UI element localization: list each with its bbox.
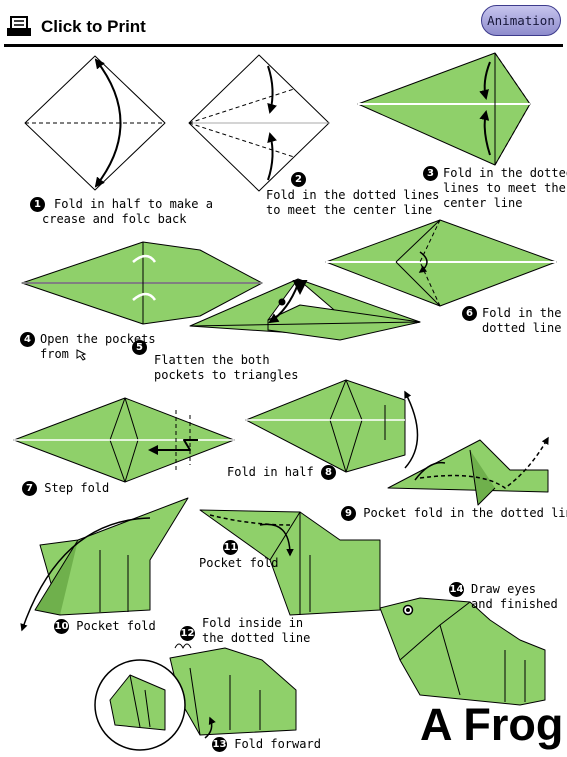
step-11-number: 11 <box>223 540 238 555</box>
step-13-text: Fold forward <box>234 737 321 751</box>
step-8-figure <box>245 379 419 473</box>
step-7-caption: 7 Step fold <box>22 481 109 496</box>
animation-button[interactable]: Animation <box>481 5 561 36</box>
step-12-13-figure <box>94 643 297 751</box>
print-link[interactable]: Click to Print <box>6 16 146 38</box>
step-1-figure <box>24 55 166 191</box>
step-11-caption: Pocket fold <box>199 556 278 571</box>
step-8-number: 8 <box>320 465 336 480</box>
step-12-line-1: Fold inside in <box>202 616 304 630</box>
step-2-line-2: to meet the center line <box>266 203 433 217</box>
step-4-caption: 4 Open the pockets from <box>20 332 156 362</box>
step-5-caption: Flatten the both pockets to triangles <box>154 353 299 383</box>
step-7-number: 7 <box>22 481 37 496</box>
step-3-caption: 3 Fold in the dotted lines to meet the c… <box>423 166 567 211</box>
step-7-text: Step fold <box>44 481 110 495</box>
step-2-number: 2 <box>291 169 306 188</box>
step-8-caption: Fold in half 8 <box>227 465 336 480</box>
step-5-number: 5 <box>132 337 147 356</box>
step-1-line-2: crease and folc back <box>42 212 187 226</box>
step-2-figure <box>188 54 330 192</box>
step-14-line-2: and finished <box>471 597 558 611</box>
step-5-line-1: Flatten the both <box>154 353 270 367</box>
step-12-caption: 12 Fold inside in the dotted line <box>180 616 310 646</box>
step-6-number: 6 <box>462 306 477 321</box>
step-4-line-1: Open the pockets <box>40 332 156 346</box>
step-6-caption: 6 Fold in the dotted line <box>462 306 561 336</box>
step-14-figure <box>379 597 546 706</box>
step-1-line-1: Fold in half to make a <box>54 197 213 211</box>
step-2-caption: Fold in the dotted lines to meet the cen… <box>266 188 439 218</box>
step-8-text: Fold in half <box>227 465 314 479</box>
hand-pointer-icon <box>76 348 87 361</box>
step-13-number: 13 <box>212 737 227 752</box>
printer-icon <box>7 16 31 36</box>
step-3-line-2: lines to meet the <box>443 181 566 195</box>
step-4-figure <box>21 241 263 325</box>
step-9-caption: 9 Pocket fold in the dotted line <box>341 506 567 521</box>
step-13-caption: 13 Fold forward <box>212 737 321 752</box>
step-6-figure <box>325 219 557 307</box>
step-10-caption: 10 Pocket fold <box>54 619 156 634</box>
step-9-number: 9 <box>341 506 356 521</box>
step-9-figure <box>387 436 549 506</box>
header-divider <box>4 44 563 47</box>
step-9-text: Pocket fold in the dotted line <box>363 506 567 520</box>
step-12-number: 12 <box>180 626 195 641</box>
header: Click to Print Animation <box>0 0 567 44</box>
step-1-caption: 1 Fold in half to make a crease and folc… <box>30 197 213 227</box>
step-10-number: 10 <box>54 619 69 634</box>
step-3-line-1: Fold in the dotted <box>443 166 567 180</box>
step-10-text: Pocket fold <box>76 619 156 633</box>
step-4-number: 4 <box>20 332 35 347</box>
step-14-line-1: Draw eyes <box>471 582 537 596</box>
step-5-figure <box>189 278 421 341</box>
step-12-line-2: the dotted line <box>202 631 311 645</box>
step-11-figure <box>199 509 381 616</box>
step-3-figure <box>357 52 531 166</box>
step-1-number: 1 <box>30 197 45 212</box>
step-3-number: 3 <box>423 166 438 181</box>
step-6-line-2: dotted line <box>482 321 562 335</box>
diagram-title: A Frog <box>420 699 564 750</box>
step-6-line-1: Fold in the <box>482 306 562 320</box>
step-14-caption: 14 Draw eyes and finished <box>449 582 558 612</box>
print-label: Click to Print <box>41 17 146 36</box>
step-3-line-3: center line <box>443 196 523 210</box>
step-2-line-1: Fold in the dotted lines <box>266 188 440 202</box>
step-7-figure <box>13 397 235 483</box>
step-5-line-2: pockets to triangles <box>154 368 299 382</box>
step-4-line-2: from <box>20 347 156 362</box>
step-14-number: 14 <box>449 582 464 597</box>
step-10-figure <box>20 497 189 632</box>
step-11-text: Pocket fold <box>199 556 279 570</box>
